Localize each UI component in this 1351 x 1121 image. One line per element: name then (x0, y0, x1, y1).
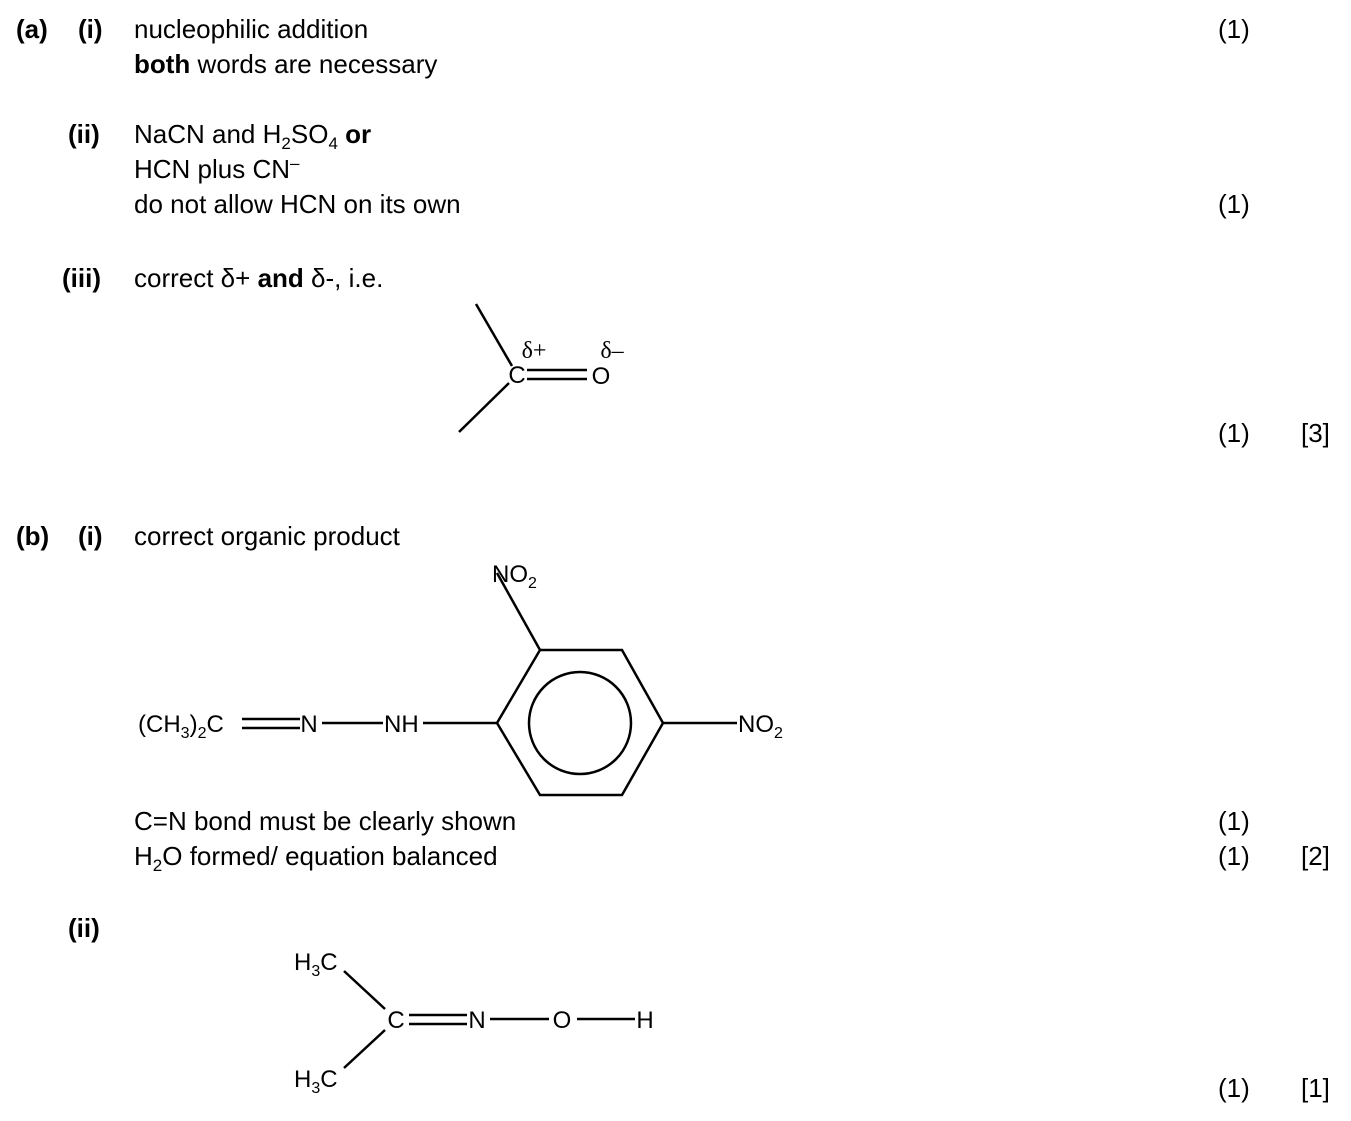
subscript-2: 2 (152, 856, 163, 876)
nitro-group-top: NO2 (492, 561, 537, 592)
upper-methyl-bond (343, 970, 386, 1010)
lower-bond (458, 382, 510, 433)
oxygen-atom: O (592, 363, 611, 390)
part-b-label: (b) (16, 521, 50, 551)
note-bold-word: both (134, 49, 191, 79)
part-a-iii-mark: (1) (1218, 418, 1250, 448)
part-b-i-mark-1: (1) (1218, 806, 1250, 836)
criterion-text-1: H (134, 841, 153, 871)
nh-group: NH (384, 711, 419, 738)
part-a-i-answer: nucleophilic addition (134, 14, 369, 44)
part-b-i-number: (i) (78, 521, 103, 551)
ortho-nitro-bond (495, 572, 542, 651)
part-a-i-note: both words are necessary (134, 49, 437, 79)
delta-plus-label: δ+ (522, 338, 547, 364)
methyl-group-bottom: H3C (294, 1066, 338, 1097)
subscript-2: 2 (281, 134, 291, 154)
oxime-diagram: H3C H3C C N O H (294, 949, 654, 1097)
lower-methyl-bond (343, 1029, 386, 1069)
nitro-group-right: NO2 (738, 711, 783, 742)
reagent-text-2: SO (290, 119, 329, 149)
upper-bond (474, 303, 514, 367)
hydrazone-diagram: (CH3)2C N NH NO2 NO2 (138, 561, 783, 797)
subscript-4: 4 (328, 134, 338, 154)
carbon-atom: C (508, 362, 525, 389)
reagent-text-1: NaCN and H (134, 119, 282, 149)
nitrogen-atom: N (468, 1007, 485, 1034)
carbon-atom: C (387, 1007, 404, 1034)
part-a-total: [3] (1301, 418, 1330, 448)
part-a-ii-alternative: HCN plus CN– (134, 154, 300, 184)
part-b-i-total: [2] (1301, 841, 1330, 871)
hydrogen-atom: H (636, 1007, 653, 1034)
part-b-i-criterion-1: C=N bond must be clearly shown (134, 806, 517, 836)
part-a-ii-note: do not allow HCN on its own (134, 189, 461, 219)
part-a-i-number: (i) (78, 14, 103, 44)
answer-text-1: correct δ+ (134, 263, 258, 293)
part-b-ii-mark: (1) (1218, 1073, 1250, 1103)
or-word: or (337, 119, 372, 149)
criterion-text-2: O formed/ equation balanced (162, 841, 498, 871)
oxygen-atom: O (553, 1007, 572, 1034)
answer-text-2: δ-, i.e. (303, 263, 384, 293)
delta-minus-label: δ– (600, 338, 624, 364)
part-a-label: (a) (16, 14, 48, 44)
part-b-ii-number: (ii) (68, 913, 100, 943)
part-b-i-mark-2: (1) (1218, 841, 1250, 871)
part-b-ii-total: [1] (1301, 1073, 1330, 1103)
dimethyl-carbon-group: (CH3)2C (138, 711, 224, 742)
part-a-ii-mark: (1) (1218, 189, 1250, 219)
part-b-i-criterion-2: H2O formed/ equation balanced (134, 841, 498, 874)
nitrogen-atom: N (300, 711, 317, 738)
part-a-ii-reagents: NaCN and H2SO4 or (134, 119, 372, 152)
alt-text: HCN plus CN (134, 154, 291, 184)
carbonyl-diagram: C O δ+ δ– (458, 303, 625, 433)
methyl-group-top: H3C (294, 949, 338, 980)
and-word: and (257, 263, 304, 293)
part-a-i-mark: (1) (1218, 14, 1250, 44)
superscript-minus: – (290, 153, 300, 173)
benzene-ring-circle (527, 670, 633, 776)
benzene-ring (495, 648, 665, 797)
part-a-iii-number: (iii) (62, 263, 101, 293)
part-a-iii-answer: correct δ+ and δ-, i.e. (134, 263, 383, 293)
part-b-i-answer: correct organic product (134, 521, 400, 551)
part-a-ii-number: (ii) (68, 119, 100, 149)
note-rest: words are necessary (190, 49, 438, 79)
